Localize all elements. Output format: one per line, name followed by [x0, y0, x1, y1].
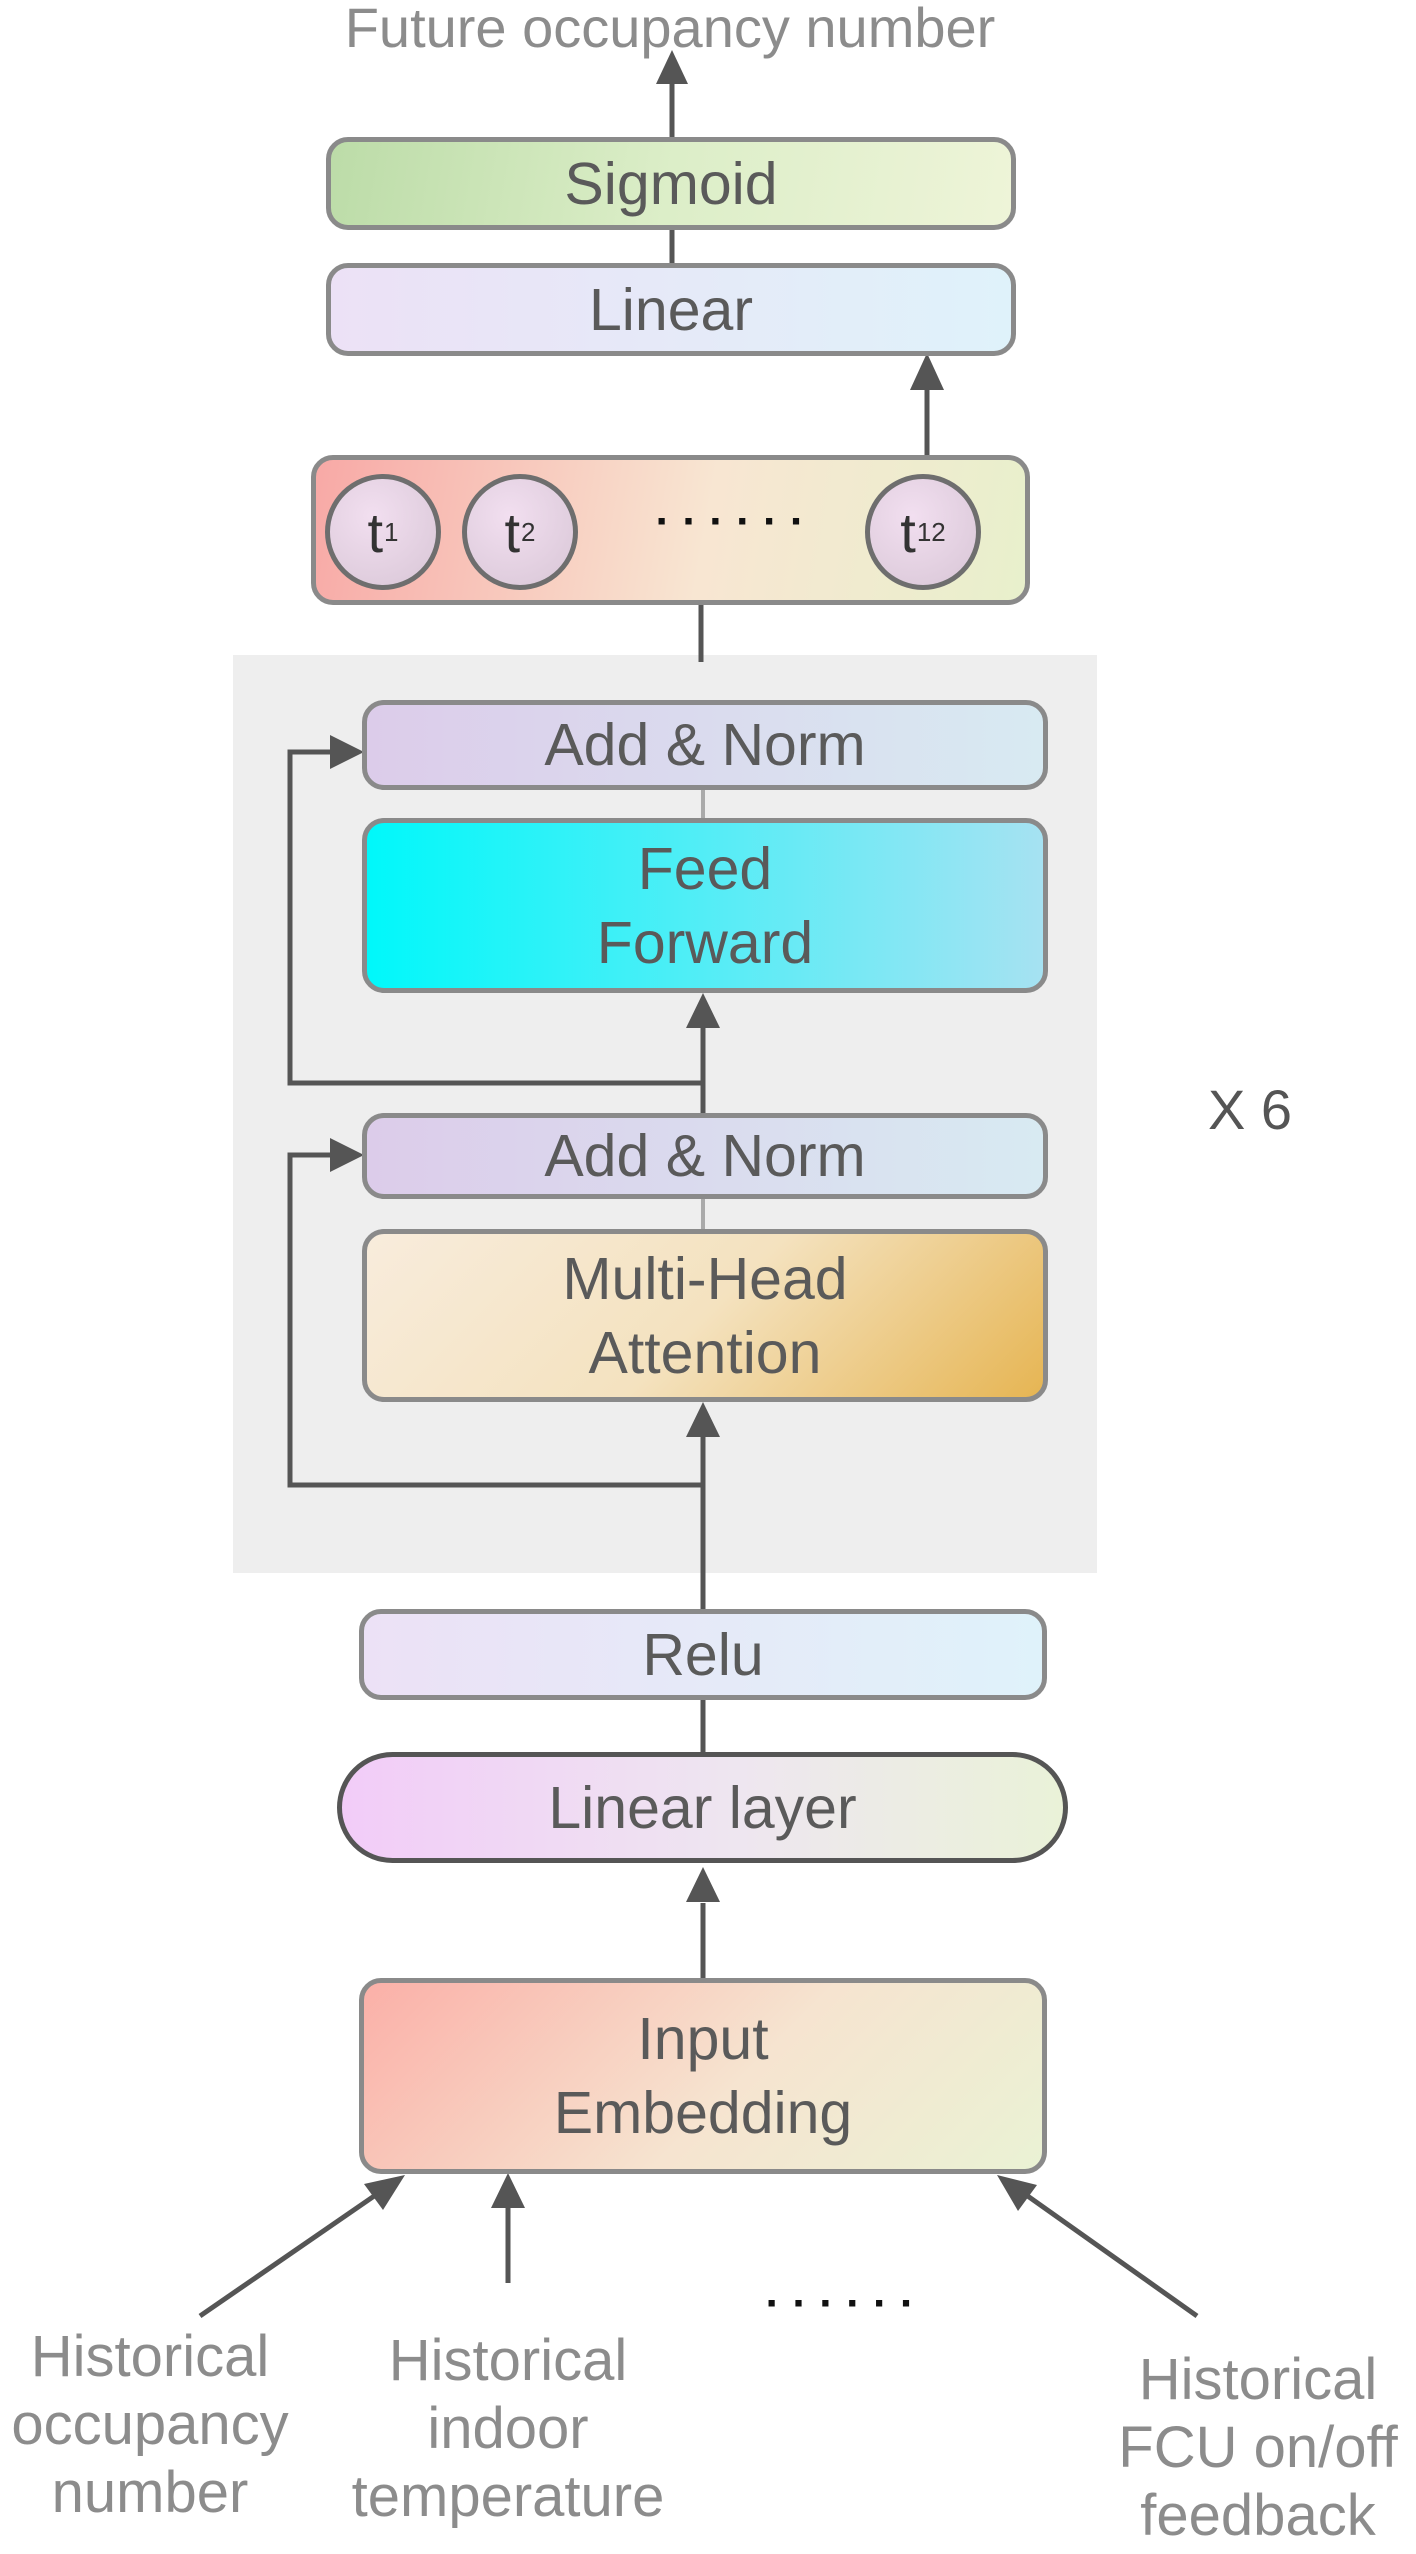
token-ellipsis: · · · · · ·: [655, 497, 805, 546]
relu-layer: Relu: [359, 1609, 1047, 1700]
input-label-occupancy: Historical occupancy number: [11, 2324, 289, 2525]
linear-input-layer: Linear layer: [337, 1752, 1068, 1863]
repeat-count-label: X 6: [1207, 1078, 1293, 1141]
input-label-temperature: Historical indoor temperature: [351, 2328, 665, 2529]
arrow-input-fcu: [1020, 2189, 1199, 2319]
feed-forward-layer: Feed Forward: [362, 818, 1048, 993]
residual-connection-top: [287, 749, 703, 1086]
input-embedding-layer: Input Embedding: [359, 1978, 1047, 2174]
add-norm-bottom: Add & Norm: [362, 1113, 1048, 1199]
output-label: Future occupancy number: [344, 0, 996, 59]
input-ellipsis: · · · · · ·: [765, 2279, 915, 2328]
sigmoid-label: Sigmoid: [564, 150, 778, 217]
multi-head-attention-layer: Multi-Head Attention: [362, 1229, 1048, 1402]
add-norm-top: Add & Norm: [362, 700, 1048, 790]
linear-output-layer: Linear: [326, 263, 1016, 356]
linear-label: Linear: [588, 276, 753, 343]
arrow-input-occupancy: [198, 2189, 382, 2319]
input-label-fcu: Historical FCU on/off feedback: [1118, 2347, 1398, 2548]
residual-connection-bottom: [287, 1152, 703, 1488]
sigmoid-layer: Sigmoid: [326, 137, 1016, 230]
